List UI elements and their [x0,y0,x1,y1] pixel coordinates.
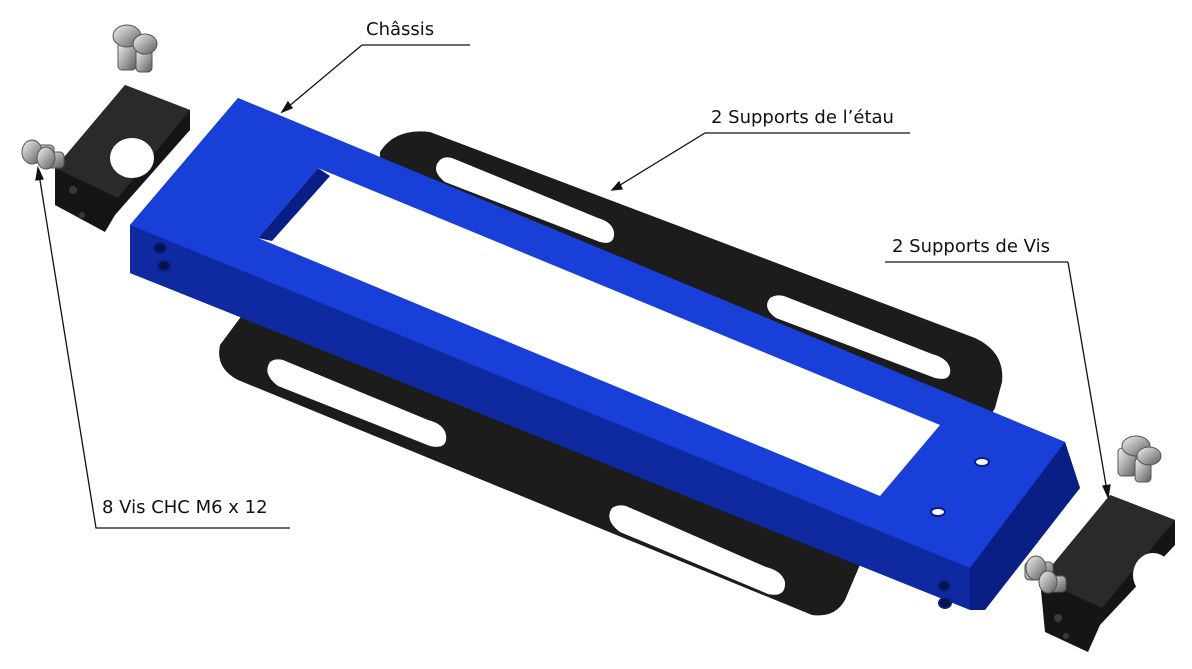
leader-lines [35,44,1111,529]
screw-support-left [55,85,190,232]
leader-screws [37,167,290,529]
label-screws: 8 Vis CHC M6 x 12 [102,497,268,518]
vise-support-plate [219,131,1003,616]
screw-pair-right-top [1117,435,1162,483]
plate-slots [267,157,951,595]
leader-chassis-arrow [280,100,293,114]
screws [21,24,1162,594]
chassis-holes [153,242,990,609]
leader-screw-supports-arrow [1102,484,1111,500]
leader-screw-supports-down [1067,261,1109,498]
leader-vise-supports [611,132,910,191]
screw-pair-top-left [112,24,158,73]
label-chassis: Châssis [366,19,435,40]
screw-pair-left [21,139,65,170]
leader-vise-arrow [610,180,623,191]
screw-support-right [1040,495,1175,652]
screw-pair-right [1024,555,1067,594]
leader-screws-arrow [35,165,44,181]
chassis [130,98,1080,610]
label-vise-supports: 2 Supports de l’étau [711,107,894,128]
label-screw-supports: 2 Supports de Vis [892,236,1050,257]
leader-chassis [281,44,470,113]
